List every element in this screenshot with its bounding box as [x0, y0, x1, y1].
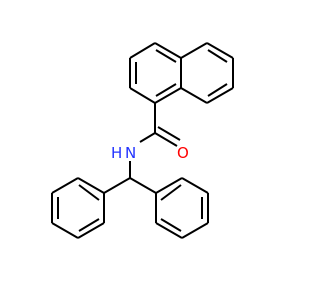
bond [160, 218, 182, 232]
bond [129, 42, 156, 59]
bond [157, 126, 181, 141]
bond [51, 177, 79, 194]
bond [78, 218, 100, 232]
bond [181, 222, 209, 239]
bond [51, 222, 79, 239]
bond [139, 132, 156, 143]
oxygen-label: O [177, 144, 189, 162]
bond [129, 87, 156, 104]
bond [77, 222, 105, 239]
bond [207, 83, 228, 97]
benzhydryl-center [103, 177, 157, 194]
molecule-structure: N H O [51, 42, 234, 239]
bond [154, 132, 178, 147]
bond [160, 184, 182, 201]
bond [206, 42, 234, 59]
bond [77, 177, 105, 194]
naphthalene-ring-a [129, 42, 182, 104]
bond [207, 49, 228, 63]
bond [155, 83, 177, 97]
bond [103, 177, 131, 194]
bond [78, 184, 100, 201]
bond [180, 87, 208, 104]
nitrogen-hydrogen-label: H [111, 144, 122, 162]
phenyl-ring-left [51, 177, 105, 239]
bond [155, 177, 183, 194]
bond [206, 87, 234, 104]
naphthalene-ring-b [180, 42, 234, 104]
bond [129, 177, 157, 194]
phenyl-ring-right [155, 177, 209, 239]
bond [154, 87, 182, 104]
bond [155, 49, 177, 63]
amide-group [129, 103, 181, 178]
bond [180, 42, 208, 59]
bond [154, 42, 182, 59]
bond [181, 177, 209, 194]
bond [155, 222, 183, 239]
nitrogen-label: N [125, 144, 136, 162]
